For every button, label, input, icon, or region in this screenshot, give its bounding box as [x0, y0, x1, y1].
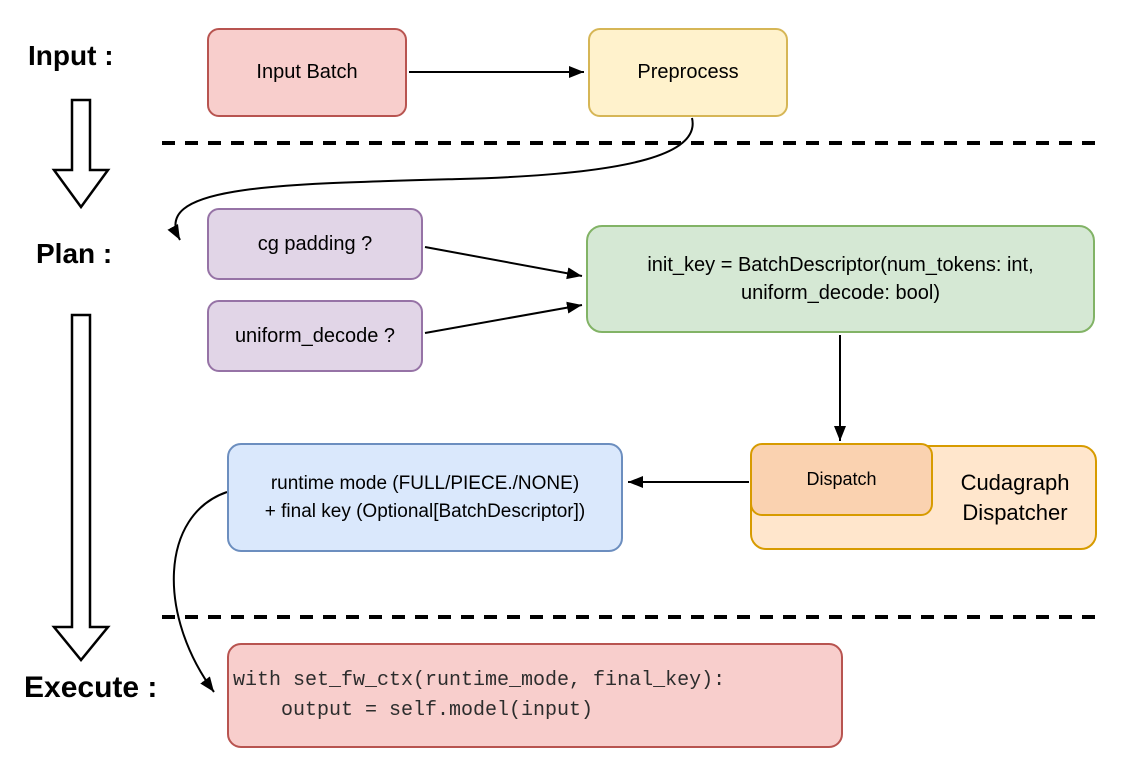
- arrow-uniform-decode-to-init-key: [424, 301, 583, 334]
- input-phase-down-arrow: [51, 98, 111, 210]
- node-label-line1: init_key = BatchDescriptor(num_tokens: i…: [647, 254, 1034, 276]
- code-line2: output = self.model(input): [233, 698, 594, 722]
- node-label: cg padding ?: [257, 232, 373, 255]
- node-cg-padding: cg padding ?: [207, 208, 423, 280]
- node-label: Preprocess: [637, 61, 739, 83]
- node-label-line2: + final key (Optional[BatchDescriptor]): [264, 500, 586, 522]
- code-line1: with set_fw_ctx(runtime_mode, final_key)…: [233, 668, 726, 692]
- cudagraph-dispatcher-label: Cudagraph Dispatcher: [933, 445, 1097, 550]
- node-preprocess: Preprocess: [588, 28, 788, 117]
- node-label-line1: Cudagraph: [960, 469, 1070, 495]
- plan-phase-label: Plan :: [36, 238, 113, 269]
- arrow-runtime-mode-to-execute-code: [172, 491, 228, 693]
- execute-phase-label: Execute :: [24, 671, 158, 704]
- node-runtime-mode: runtime mode (FULL/PIECE./NONE) + final …: [227, 443, 623, 552]
- node-label-line2: Dispatcher: [962, 499, 1068, 525]
- plan-phase-down-arrow: [51, 313, 111, 662]
- node-init-key: init_key = BatchDescriptor(num_tokens: i…: [586, 225, 1095, 333]
- node-label: Input Batch: [256, 61, 358, 83]
- node-label-line2: uniform_decode: bool): [740, 282, 940, 304]
- input-phase-label: Input :: [28, 40, 114, 71]
- node-execute-code: with set_fw_ctx(runtime_mode, final_key)…: [227, 643, 843, 748]
- arrow-cg-padding-to-init-key: [424, 246, 583, 280]
- node-label-line1: runtime mode (FULL/PIECE./NONE): [270, 472, 580, 494]
- node-label: Dispatch: [806, 469, 877, 489]
- node-dispatch: Dispatch: [750, 443, 933, 516]
- arrow-preprocess-to-cg-padding: [167, 117, 694, 241]
- node-uniform-decode: uniform_decode ?: [207, 300, 423, 372]
- node-input-batch: Input Batch: [207, 28, 407, 117]
- node-label: uniform_decode ?: [234, 324, 396, 347]
